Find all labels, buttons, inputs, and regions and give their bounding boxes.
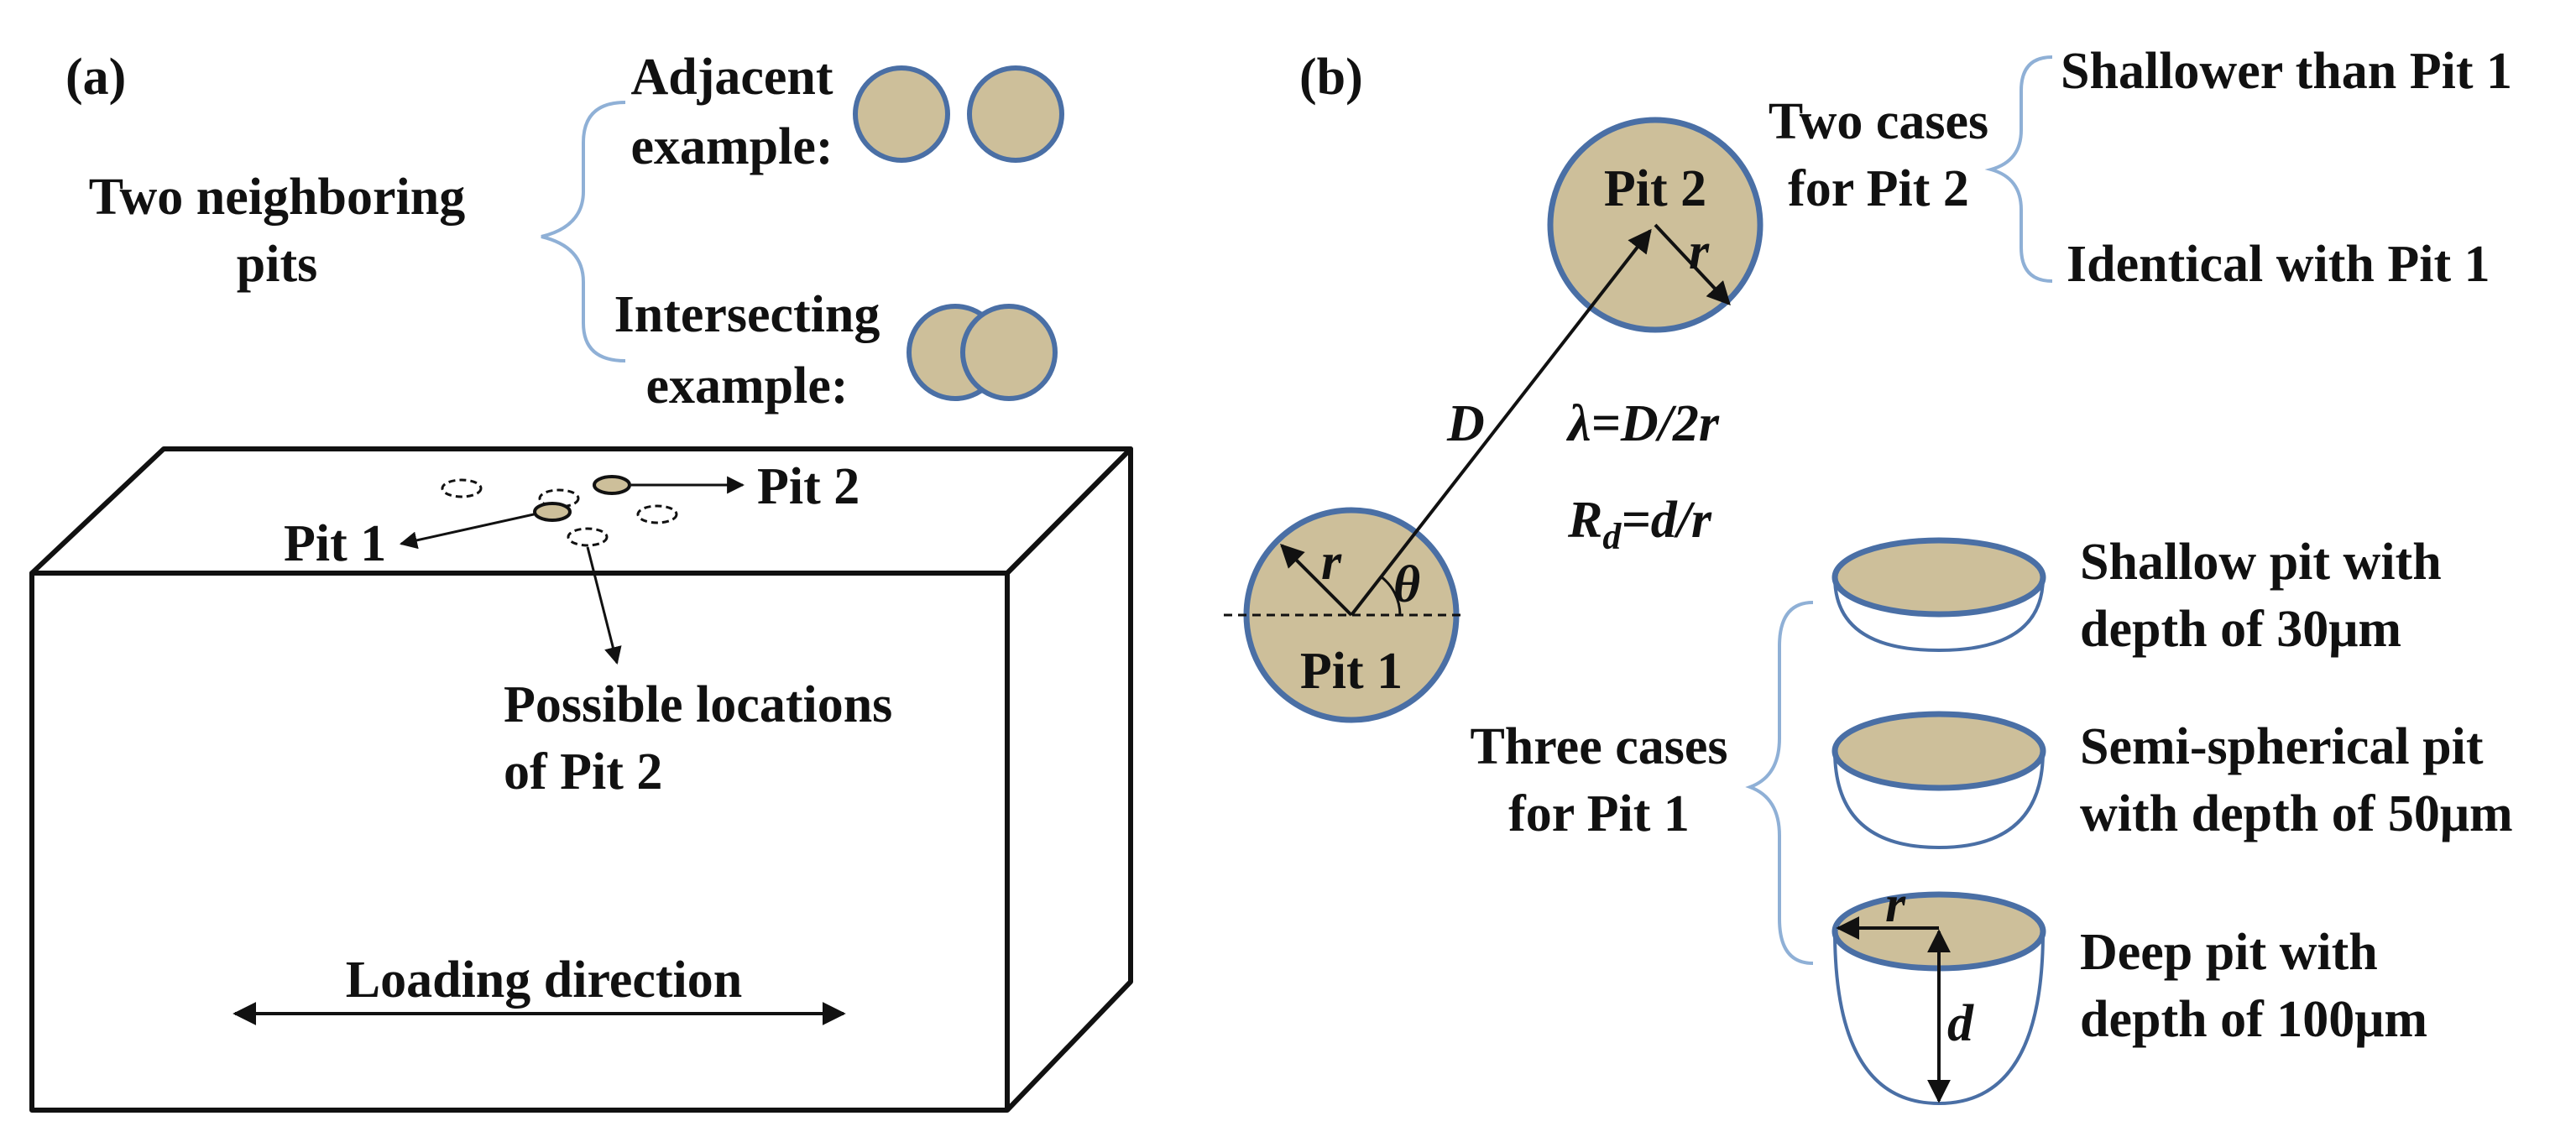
two-neighboring-pits-title-line2: pits (237, 236, 317, 293)
lambda-formula: λ=D/2r (1565, 395, 1720, 452)
panel-a: (a) Two neighboring pits Adjacent exampl… (29, 49, 1133, 1113)
two-cases-label-line2: for Pit 2 (1788, 160, 1969, 217)
rd-formula-subscript: d (1602, 516, 1622, 557)
three-cases-label-line1: Three cases (1470, 718, 1727, 775)
panel-b: (b) Pit 2 r Pit 1 r θ D λ=D/2r Rd=d/r Tw… (1224, 43, 2513, 1106)
possible-location-ellipse-4 (567, 527, 609, 547)
semi-spherical-pit-label-line2: with depth of 50μm (2080, 785, 2513, 842)
pit-1-label-b: Pit 1 (1300, 643, 1403, 700)
panel-a-label: (a) (65, 49, 126, 106)
pit-2-radius-arrow (1654, 223, 1731, 306)
possible-location-ellipse-3 (636, 504, 678, 524)
deep-pit-label-line1: Deep pit with (2080, 924, 2378, 981)
pit-1-radius-symbol: r (1321, 534, 1342, 591)
shallow-pit-shape (1831, 537, 2046, 653)
specimen-side-face (1005, 446, 1133, 1113)
identical-with-pit-1-label: Identical with Pit 1 (2067, 236, 2490, 293)
two-neighboring-pits-title-line1: Two neighboring (89, 169, 465, 226)
rd-formula-R: R (1567, 492, 1602, 549)
specimen-top-face (29, 446, 1133, 576)
pit-2-label-b: Pit 2 (1604, 160, 1706, 217)
loading-direction-label: Loading direction (346, 952, 743, 1009)
pit-1-radius-arrow (1280, 544, 1353, 617)
shallow-pit-label-line1: Shallow pit with (2080, 534, 2442, 591)
possible-locations-label-line1: Possible locations (504, 676, 892, 733)
pit-1-arrow (399, 513, 535, 550)
adjacent-example-label-line2: example: (630, 118, 833, 175)
theta-angle-arc (1380, 575, 1402, 616)
pit-1-on-surface (533, 502, 572, 522)
deep-pit-radius-symbol: r (1885, 876, 1906, 933)
shallower-than-pit-1-label: Shallower than Pit 1 (2061, 43, 2512, 100)
intersecting-pit-right (960, 304, 1058, 401)
deep-pit-shape (1831, 891, 2046, 1106)
semi-spherical-pit-rim (1831, 711, 2046, 791)
deep-pit-label-line2: depth of 100μm (2080, 991, 2427, 1048)
possible-locations-arrow (586, 546, 622, 665)
pit-2-label-a: Pit 2 (757, 458, 860, 515)
theta-symbol: θ (1393, 556, 1420, 613)
distance-symbol: D (1446, 395, 1485, 452)
rd-formula-rest: =d/r (1621, 492, 1712, 549)
adjacent-pit-right (967, 65, 1064, 163)
semi-spherical-pit-label-line1: Semi-spherical pit (2080, 718, 2484, 775)
adjacent-example-label-line1: Adjacent (630, 49, 833, 106)
possible-location-ellipse-1 (441, 478, 483, 498)
three-cases-label-line2: for Pit 1 (1508, 785, 1690, 842)
neighboring-pits-brace (541, 101, 626, 362)
adjacent-pit-left (853, 65, 950, 163)
distance-arrow (1350, 228, 1652, 617)
specimen-block (29, 446, 1133, 1113)
shallow-pit-rim (1831, 537, 2046, 618)
semi-spherical-pit-shape (1831, 711, 2046, 850)
specimen-front-face (29, 571, 1010, 1113)
rd-formula: Rd=d/r (1567, 492, 1712, 557)
two-cases-brace (1984, 55, 2053, 283)
two-cases-label-line1: Two cases (1769, 93, 1988, 150)
pit-2-radius-symbol: r (1689, 223, 1710, 280)
shallow-pit-label-line2: depth of 30μm (2080, 601, 2401, 658)
intersecting-example-label-line2: example: (645, 357, 848, 415)
intersecting-example-label-line1: Intersecting (614, 286, 880, 343)
panel-b-label: (b) (1299, 49, 1363, 106)
three-cases-brace (1745, 601, 1814, 965)
deep-pit-depth-symbol: d (1947, 995, 1974, 1052)
pit-2-on-surface (593, 475, 631, 495)
pit-1-label-a: Pit 1 (284, 515, 386, 572)
possible-locations-label-line2: of Pit 2 (504, 743, 662, 800)
